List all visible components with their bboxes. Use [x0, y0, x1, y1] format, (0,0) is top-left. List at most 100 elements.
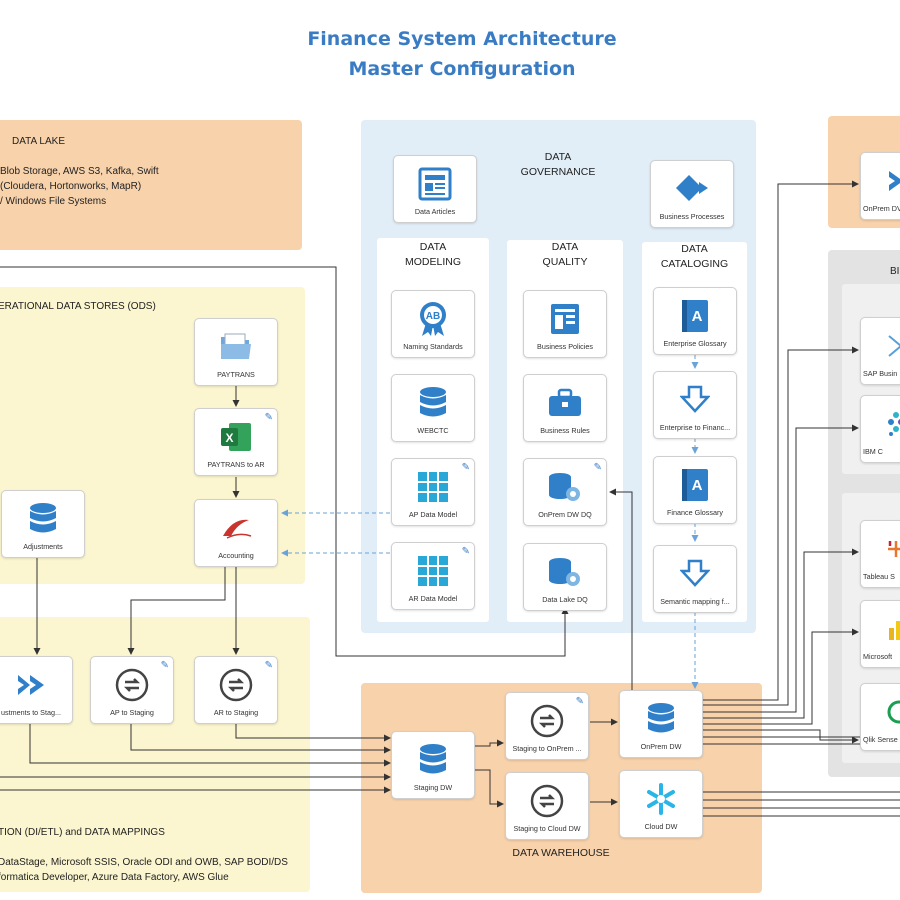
connector-onprem-dw-to-sap [702, 346, 859, 706]
db-gear-icon [524, 553, 606, 591]
node-enterprise-glossary[interactable]: A Enterprise Glossary [653, 287, 737, 355]
sql-server-icon [195, 509, 277, 547]
database-icon [2, 500, 84, 538]
node-label: Staging DW [413, 783, 453, 792]
svg-text:A: A [692, 477, 703, 494]
governance-heading-1: DATA [544, 151, 572, 163]
grid-model-icon [392, 552, 474, 590]
connector-staging-dw-to-cloud-staging [474, 769, 504, 808]
glossary-book-icon: A [654, 297, 736, 335]
modeling-heading-1: DATA [419, 241, 447, 253]
node-label: PAYTRANS to AR [207, 460, 265, 469]
node-staging-dw[interactable]: Staging DW [391, 731, 475, 799]
node-webctc[interactable]: WEBCTC [391, 374, 475, 442]
node-label: Staging to Cloud DW [513, 824, 581, 833]
modeling-heading-2: MODELING [404, 256, 461, 268]
node-ibm[interactable]: IBM C [860, 395, 900, 463]
policy-icon [524, 300, 606, 338]
diagram-subtitle: Master Configuration [348, 58, 576, 80]
node-label: Enterprise to Financ... [659, 423, 731, 432]
node-onprem-dw-dq[interactable]: ✎ OnPrem DW DQ [523, 458, 607, 526]
sync-circle-icon [91, 666, 173, 704]
db-gear-icon [524, 468, 606, 506]
ibm-cognos-icon [861, 405, 900, 443]
node-onprem-dw[interactable]: OnPrem DW [619, 690, 703, 758]
node-label: Semantic mapping f... [660, 597, 730, 606]
node-business-rules[interactable]: Business Rules [523, 374, 607, 442]
plug-icon: ✎ [593, 462, 602, 473]
node-adjustments[interactable]: Adjustments [1, 490, 85, 558]
node-data-articles[interactable]: Data Articles [393, 155, 477, 223]
node-microsoft[interactable]: Microsoft [860, 600, 900, 668]
node-cloud-dw[interactable]: Cloud DW [619, 770, 703, 838]
node-label: Data Lake DQ [542, 595, 588, 604]
bi-heading: BI [890, 266, 900, 277]
connector-onprem-dw-to-tableau [702, 548, 859, 719]
article-icon [394, 165, 476, 203]
double-arrow-icon [0, 666, 72, 704]
tableau-icon [861, 530, 900, 568]
node-label: Data Articles [414, 207, 456, 216]
node-staging-to-cloud[interactable]: Staging to Cloud DW [505, 772, 589, 840]
database-icon [620, 700, 702, 738]
node-paytrans-to-ar[interactable]: ✎ X PAYTRANS to AR [194, 408, 278, 476]
excel-icon: X [195, 418, 277, 456]
node-finance-glossary[interactable]: A Finance Glossary [653, 456, 737, 524]
node-label: OnPrem DW [640, 742, 682, 751]
node-accounting[interactable]: Accounting [194, 499, 278, 567]
data-lake-region: DATA LAKE Blob Storage, AWS S3, Kafka, S… [0, 120, 302, 250]
mapping-arrow-icon [654, 555, 736, 593]
svg-text:AB: AB [426, 311, 440, 322]
sync-circle-icon [506, 702, 588, 740]
node-semantic-mapping[interactable]: Semantic mapping f... [653, 545, 737, 613]
node-sap-business[interactable]: SAP Busin [860, 317, 900, 385]
data-lake-line-3: / Windows File Systems [0, 196, 107, 207]
plug-icon: ✎ [160, 660, 169, 671]
node-label: Qlik Sense [863, 735, 898, 744]
node-label: AR to Staging [213, 708, 259, 717]
node-data-lake-dq[interactable]: Data Lake DQ [523, 543, 607, 611]
quality-heading-1: DATA [551, 241, 579, 253]
node-label: OnPrem DV [863, 204, 900, 213]
node-label: Microsoft [863, 652, 893, 661]
quality-heading-2: QUALITY [542, 256, 588, 268]
node-label: Tableau S [863, 572, 895, 581]
node-naming-standards[interactable]: AB Naming Standards [391, 290, 475, 358]
node-label: Enterprise Glossary [663, 339, 727, 348]
connector-accounting-to-ap [127, 565, 226, 655]
node-label: Finance Glossary [667, 508, 723, 517]
briefcase-icon [524, 384, 606, 422]
node-ar-data-model[interactable]: ✎ AR Data Model [391, 542, 475, 610]
node-label: AP Data Model [408, 510, 458, 519]
connector-staging-dw-to-onprem-staging [474, 739, 504, 747]
etl-line-2: formatica Developer, Azure Data Factory,… [0, 872, 229, 883]
connector-lake-to-warehouse [0, 266, 569, 657]
node-ap-data-model[interactable]: ✎ AP Data Model [391, 458, 475, 526]
node-staging-to-onprem[interactable]: ✎ Staging to OnPrem ... [505, 692, 589, 760]
node-business-processes[interactable]: Business Processes [650, 160, 734, 228]
node-label: ustments to Stag... [1, 708, 61, 717]
connector-onprem-dw-to-onprem-dv [702, 180, 859, 701]
node-label: Business Processes [659, 212, 725, 221]
node-business-policies[interactable]: Business Policies [523, 290, 607, 358]
plug-icon: ✎ [264, 412, 273, 423]
node-paytrans[interactable]: PAYTRANS [194, 318, 278, 386]
data-lake-line-2: (Cloudera, Hortonworks, MapR) [0, 181, 142, 192]
node-label: Adjustments [23, 542, 63, 551]
node-onprem-dv[interactable]: OnPrem DV [860, 152, 900, 220]
sap-icon [861, 327, 900, 365]
node-adjustments-to-staging[interactable]: ustments to Stag... [0, 656, 73, 724]
connector-onprem-dw-to-microsoft [702, 628, 859, 725]
node-tableau[interactable]: Tableau S [860, 520, 900, 588]
node-ap-to-staging[interactable]: ✎ AP to Staging [90, 656, 174, 724]
data-lake-line-1: Blob Storage, AWS S3, Kafka, Swift [0, 166, 159, 177]
etl-line-1: DataStage, Microsoft SSIS, Oracle ODI an… [0, 857, 288, 868]
node-label: SAP Busin [863, 369, 898, 378]
connector-adjustments-node-to-staging-dw [29, 722, 391, 767]
node-qlik[interactable]: Qlik Sense [860, 683, 900, 751]
node-label: IBM C [863, 447, 883, 456]
node-ar-to-staging[interactable]: ✎ AR to Staging [194, 656, 278, 724]
node-enterprise-to-finance[interactable]: Enterprise to Financ... [653, 371, 737, 439]
mapping-arrow-icon [654, 381, 736, 419]
